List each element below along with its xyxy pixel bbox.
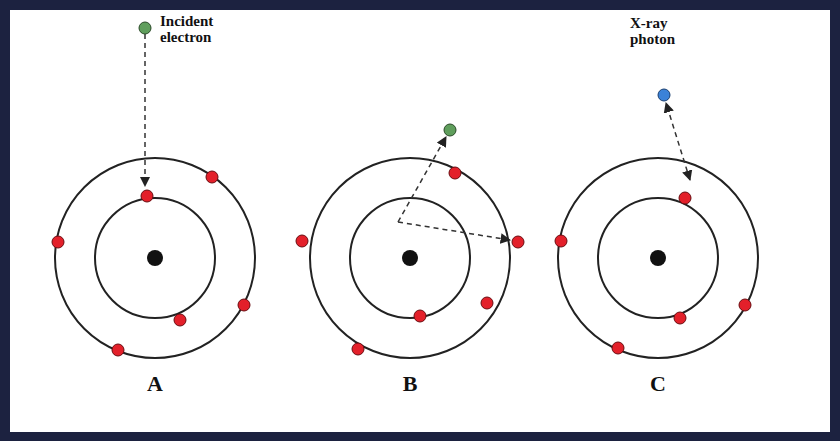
- white-panel: [10, 10, 830, 432]
- panel-letter: C: [650, 372, 666, 395]
- particle-label: X-ray photon: [630, 16, 710, 48]
- panel-letter: A: [147, 372, 163, 395]
- panel-letter: B: [403, 372, 418, 395]
- particle-label: Incident electron: [160, 14, 240, 46]
